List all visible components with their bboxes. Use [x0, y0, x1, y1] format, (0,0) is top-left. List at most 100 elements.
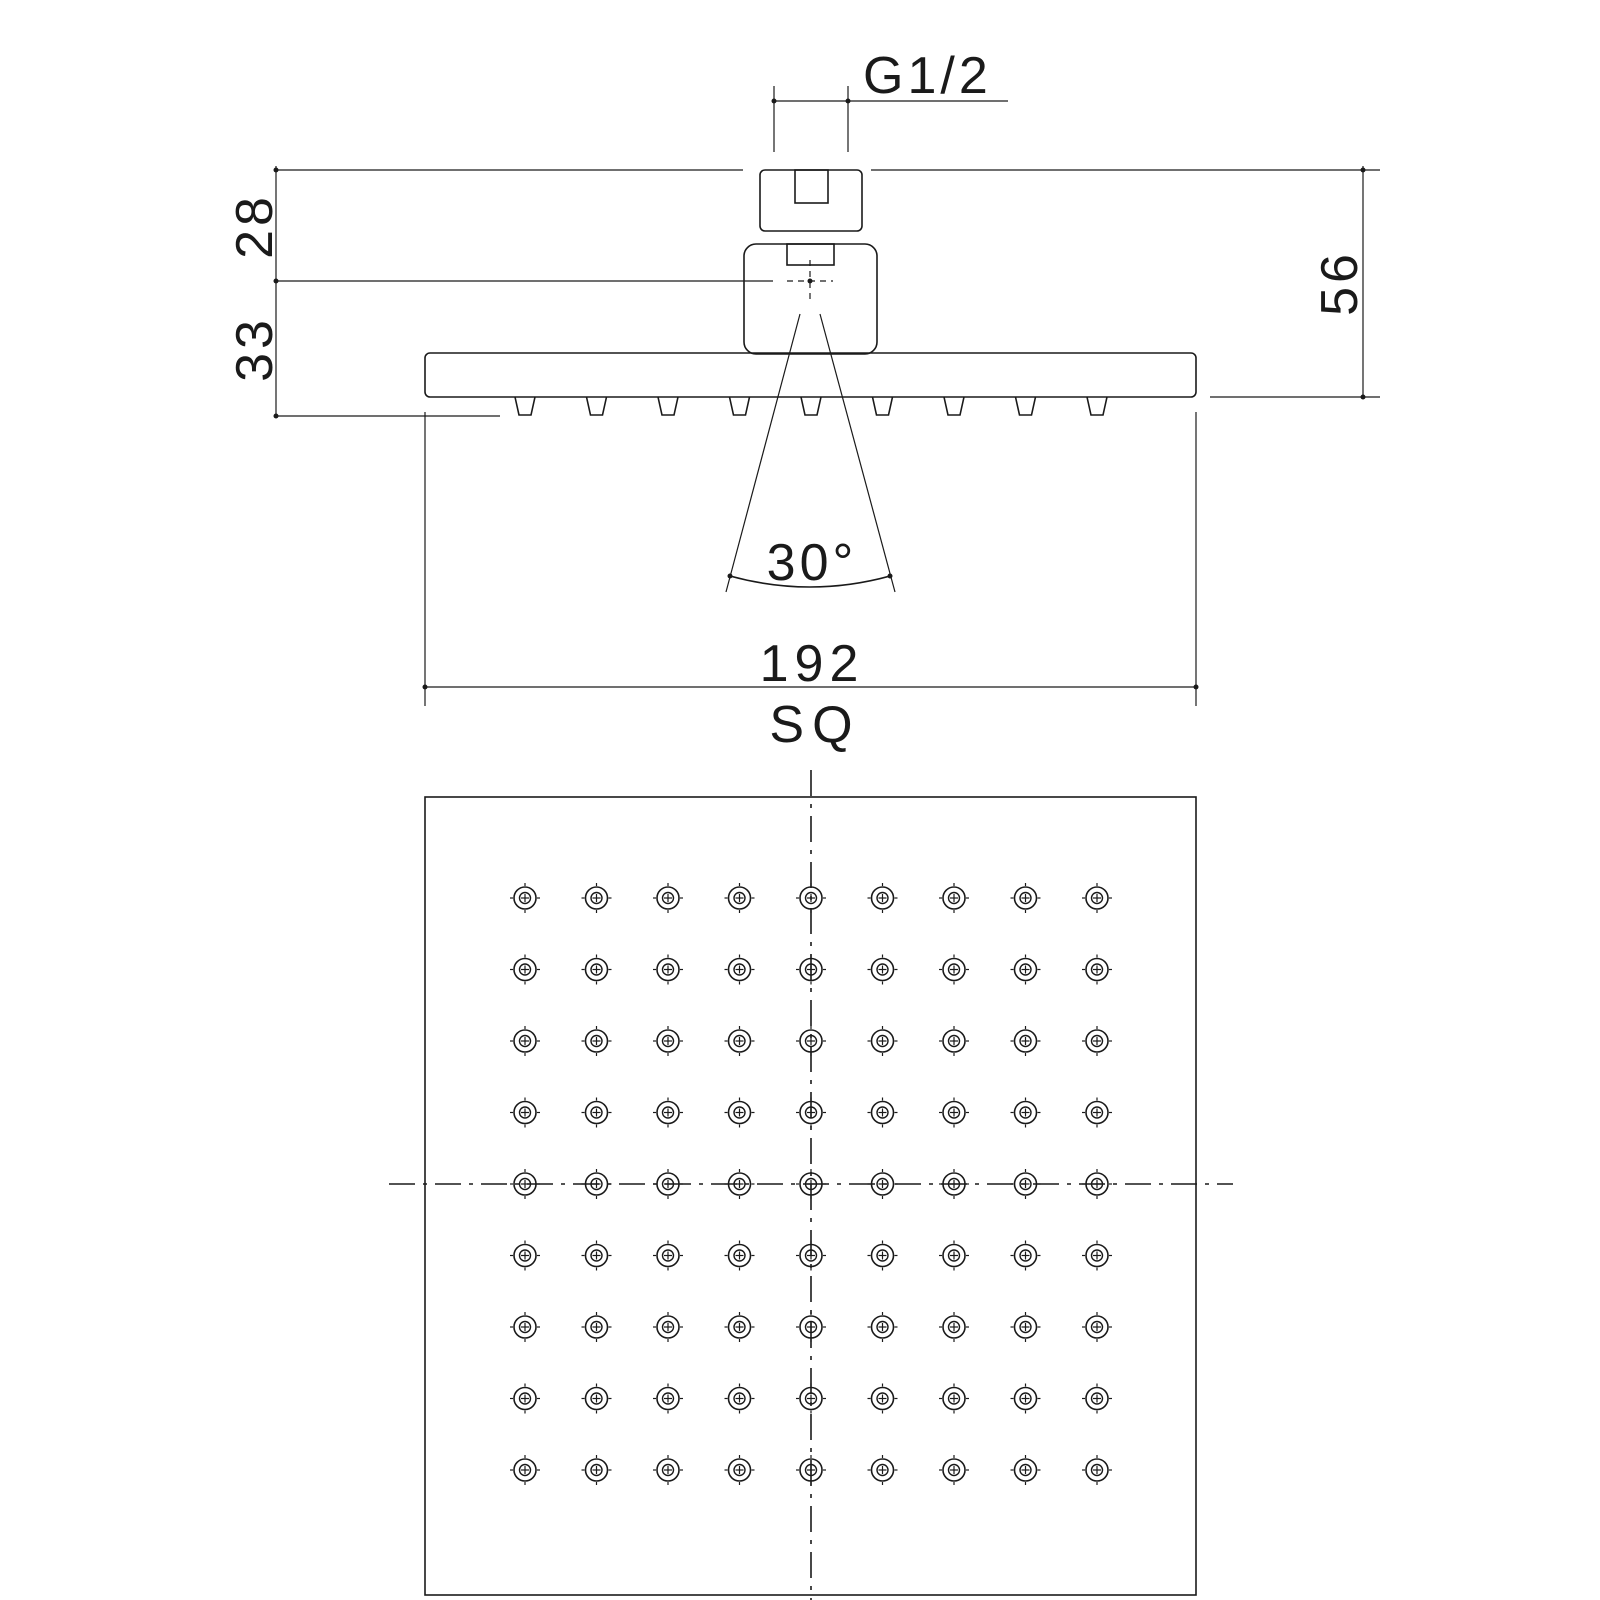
- nozzle: [867, 1312, 898, 1342]
- height-upper-label: 28: [226, 193, 284, 259]
- nozzle: [581, 1026, 612, 1056]
- nozzle: [653, 1097, 683, 1128]
- nozzle: [1010, 1026, 1041, 1056]
- nozzle: [724, 1240, 755, 1271]
- nozzle: [1082, 1026, 1112, 1056]
- nozzle: [1010, 1383, 1041, 1414]
- nozzle: [653, 1455, 683, 1485]
- nozzle: [724, 1169, 755, 1199]
- side-nozzle: [585, 396, 608, 416]
- nozzle: [653, 1240, 683, 1271]
- nozzle: [1082, 1383, 1112, 1414]
- nozzle: [724, 954, 755, 985]
- nozzle: [510, 954, 540, 985]
- nozzle: [581, 1383, 612, 1414]
- nozzle: [510, 1026, 540, 1056]
- left-height-dimension: [273, 166, 773, 419]
- nozzle: [939, 1026, 969, 1056]
- nozzle: [581, 954, 612, 985]
- nozzle: [867, 1097, 898, 1128]
- right-height-dimension: [1210, 166, 1380, 400]
- side-nozzle: [1086, 396, 1108, 416]
- head-plate-plan: [424, 796, 1197, 1596]
- nozzle: [510, 1169, 540, 1199]
- nozzle: [1082, 1240, 1112, 1271]
- nozzle: [653, 1312, 683, 1342]
- nozzle: [1082, 883, 1112, 913]
- nozzle: [1010, 1240, 1041, 1271]
- connector-nut: [759, 169, 863, 232]
- swivel-housing: [743, 243, 878, 355]
- nozzle-grid: [510, 883, 1112, 1485]
- nozzle: [939, 1312, 969, 1342]
- nozzle: [581, 883, 612, 913]
- nozzle: [867, 883, 898, 913]
- nozzle: [1082, 1169, 1112, 1199]
- nozzle: [939, 1097, 969, 1128]
- nozzle: [1010, 1312, 1041, 1342]
- nozzle: [1082, 1312, 1112, 1342]
- width-label: 192: [760, 635, 865, 693]
- nozzle: [796, 1312, 826, 1342]
- head-plate-side: [424, 352, 1197, 398]
- nozzle: [1082, 1455, 1112, 1485]
- nozzle: [1082, 954, 1112, 985]
- nozzle: [796, 954, 826, 985]
- nozzle: [653, 1169, 683, 1199]
- nozzle: [796, 1026, 826, 1056]
- nozzle: [724, 1312, 755, 1342]
- nozzle: [510, 1312, 540, 1342]
- side-nozzle: [657, 396, 679, 416]
- nozzle: [724, 1097, 755, 1128]
- nozzle: [510, 883, 540, 913]
- nozzle: [1010, 1097, 1041, 1128]
- nozzle: [1010, 1455, 1041, 1485]
- nozzle: [796, 1383, 826, 1414]
- height-total-label: 56: [1311, 250, 1369, 316]
- nozzle: [724, 1383, 755, 1414]
- nozzle: [510, 1383, 540, 1414]
- side-nozzle-row: [514, 396, 1108, 416]
- nozzle: [1010, 1169, 1041, 1199]
- nozzle: [581, 1097, 612, 1128]
- nozzle: [939, 954, 969, 985]
- nozzle: [867, 1455, 898, 1485]
- nozzle: [867, 1026, 898, 1056]
- nozzle: [939, 1240, 969, 1271]
- spray-angle-dimension: [725, 313, 896, 593]
- side-nozzle: [871, 396, 894, 416]
- nozzle: [796, 883, 826, 913]
- nozzle: [1082, 1097, 1112, 1128]
- nozzle: [653, 883, 683, 913]
- nozzle: [796, 1097, 826, 1128]
- width-dimension: [422, 412, 1199, 706]
- side-nozzle: [514, 396, 536, 416]
- side-nozzle: [728, 396, 751, 416]
- nozzle: [1010, 883, 1041, 913]
- nozzle: [939, 1169, 969, 1199]
- nozzle: [939, 883, 969, 913]
- height-lower-label: 33: [226, 316, 284, 382]
- thread-dimension: [771, 86, 1008, 152]
- nozzle: [653, 1383, 683, 1414]
- nozzle: [724, 883, 755, 913]
- side-view: [273, 86, 1380, 706]
- nozzle: [867, 1169, 898, 1199]
- nozzle: [796, 1169, 826, 1199]
- nozzle: [581, 1169, 612, 1199]
- nozzle: [510, 1097, 540, 1128]
- nozzle: [581, 1312, 612, 1342]
- nozzle: [653, 1026, 683, 1056]
- plan-view: [389, 770, 1233, 1600]
- nozzle: [796, 1455, 826, 1485]
- spray-angle-label: 30°: [767, 534, 858, 592]
- nozzle: [581, 1455, 612, 1485]
- side-nozzle: [800, 396, 822, 416]
- side-nozzle: [1014, 396, 1037, 416]
- nozzle: [939, 1455, 969, 1485]
- nozzle: [867, 1383, 898, 1414]
- nozzle: [581, 1240, 612, 1271]
- side-nozzle: [943, 396, 965, 416]
- shape-label: SQ: [769, 696, 860, 754]
